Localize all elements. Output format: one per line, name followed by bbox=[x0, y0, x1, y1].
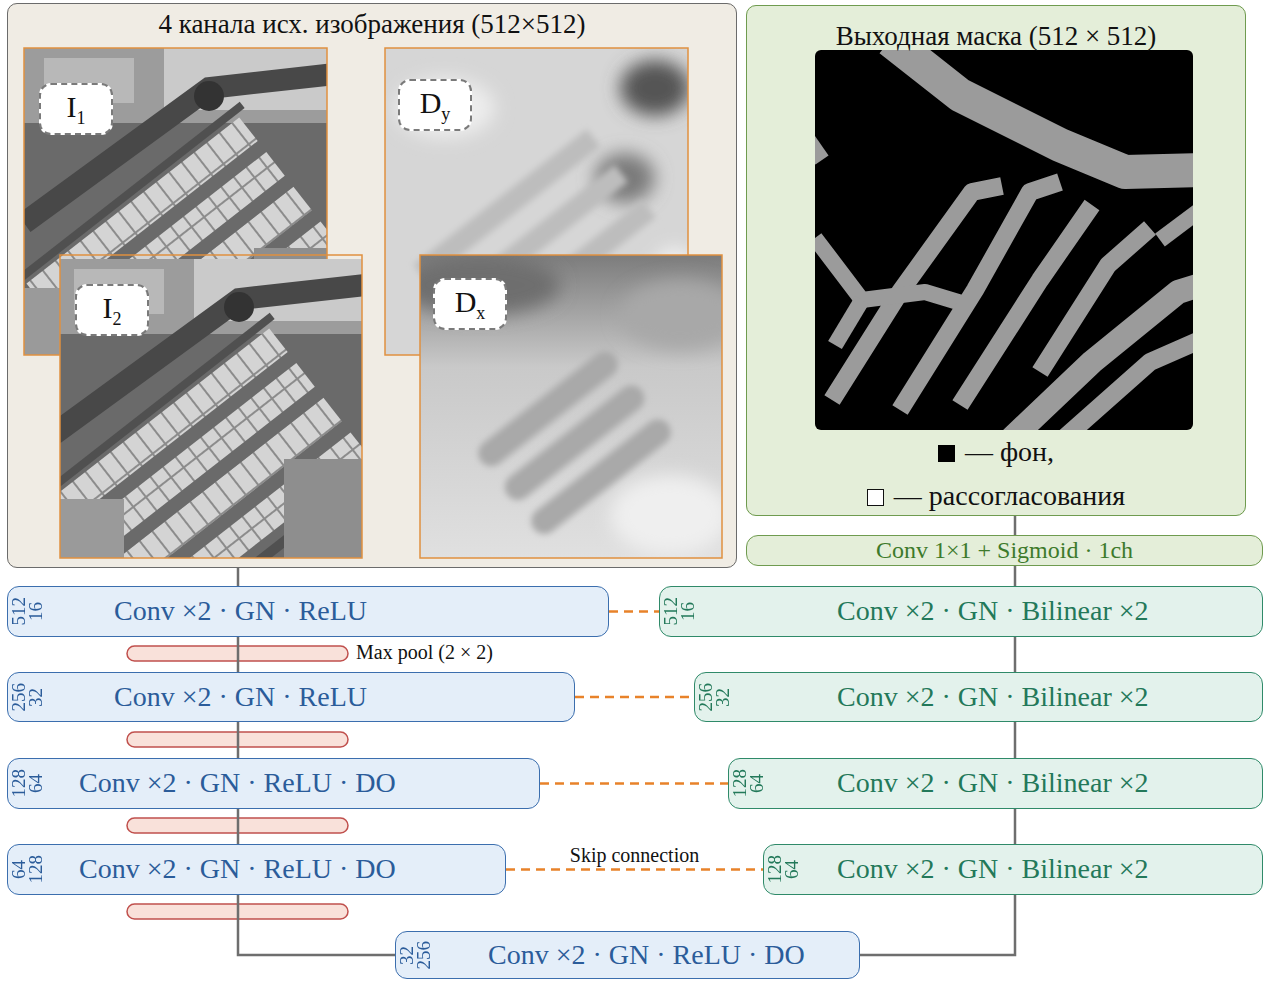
data-flow-line bbox=[237, 637, 240, 672]
tag-label: Dy bbox=[420, 86, 451, 125]
channel-subscript: y bbox=[441, 104, 450, 124]
spatial-size: 128 bbox=[766, 855, 783, 884]
layer-ops: Conv ×2 · GN · Bilinear ×2 bbox=[837, 845, 1149, 893]
legend-row: — фон, bbox=[746, 432, 1246, 476]
channel-tag: I2 bbox=[75, 284, 149, 336]
skip-connection bbox=[506, 868, 763, 871]
layer-ops: Conv ×2 · GN · ReLU bbox=[114, 673, 367, 720]
data-flow-line bbox=[237, 722, 240, 758]
layer-ops: Conv ×2 · GN · Bilinear ×2 bbox=[837, 759, 1149, 807]
channel-count: 64 bbox=[783, 860, 800, 879]
tensor-size: 12864 bbox=[766, 845, 800, 894]
tensor-size: 51216 bbox=[10, 587, 44, 636]
tag-label: I2 bbox=[103, 291, 122, 330]
tensor-size: 12864 bbox=[10, 759, 44, 808]
skip-connection bbox=[609, 610, 659, 613]
spatial-size: 512 bbox=[10, 597, 27, 626]
channel-count: 16 bbox=[27, 602, 44, 621]
tensor-size: 25632 bbox=[697, 673, 731, 721]
spatial-size: 128 bbox=[731, 769, 748, 798]
channel-tag: Dx bbox=[433, 278, 507, 330]
legend: — фон, — рассогласования bbox=[746, 432, 1246, 520]
decoder-block: 51216 Conv ×2 · GN · Bilinear ×2 bbox=[659, 586, 1263, 637]
data-flow-line bbox=[238, 895, 395, 955]
channel-count: 64 bbox=[748, 774, 765, 793]
tensor-size: 25632 bbox=[10, 673, 44, 721]
channel-letter: I bbox=[103, 291, 113, 324]
data-flow-line bbox=[237, 809, 240, 844]
layer-ops: Conv ×2 · GN · ReLU · DO bbox=[488, 932, 805, 977]
skip-connection bbox=[575, 696, 694, 699]
output-conv-box: Conv 1×1 + Sigmoid · 1ch bbox=[746, 535, 1263, 566]
tag-label: Dx bbox=[455, 285, 486, 324]
spatial-size: 128 bbox=[10, 769, 27, 798]
legend-text: — рассогласования bbox=[894, 480, 1125, 511]
data-flow-line bbox=[1014, 809, 1017, 844]
data-flow-line bbox=[1014, 516, 1017, 535]
data-flow-line bbox=[860, 895, 1015, 955]
channel-count: 16 bbox=[679, 602, 696, 621]
encoder-block: 51216 Conv ×2 · GN · ReLU bbox=[7, 586, 609, 637]
skip-connection bbox=[540, 782, 728, 785]
data-flow-line bbox=[237, 568, 240, 586]
encoder-block: 64128 Conv ×2 · GN · ReLU · DO bbox=[7, 844, 506, 895]
channel-count: 32 bbox=[714, 688, 731, 707]
layer-ops: Conv ×2 · GN · ReLU · DO bbox=[79, 845, 396, 893]
legend-swatch bbox=[938, 445, 955, 462]
encoder-block: 25632 Conv ×2 · GN · ReLU bbox=[7, 672, 575, 722]
data-flow-line bbox=[1014, 566, 1017, 586]
data-flow-line bbox=[1014, 637, 1017, 672]
channel-count: 128 bbox=[27, 855, 44, 884]
tensor-size: 51216 bbox=[662, 587, 696, 636]
spatial-size: 64 bbox=[10, 860, 27, 879]
channel-count: 64 bbox=[27, 774, 44, 793]
channel-subscript: x bbox=[476, 303, 485, 323]
channel-count: 256 bbox=[415, 941, 432, 970]
layer-ops: Conv ×2 · GN · ReLU bbox=[114, 587, 367, 635]
edge-label: Skip connection bbox=[568, 844, 701, 866]
legend-swatch bbox=[867, 489, 884, 506]
panel-title: 4 канала исх. изображения (512×512) bbox=[8, 6, 736, 42]
legend-row: — рассогласования bbox=[746, 476, 1246, 520]
pool-label: Max pool (2 × 2) bbox=[356, 640, 493, 664]
spatial-size: 32 bbox=[398, 946, 415, 965]
channel-letter: D bbox=[420, 86, 442, 119]
spatial-size: 256 bbox=[697, 683, 714, 712]
data-flow-line bbox=[1014, 722, 1017, 758]
channel-subscript: 1 bbox=[77, 108, 86, 128]
layer-ops: Conv ×2 · GN · Bilinear ×2 bbox=[837, 673, 1149, 720]
channel-tag: Dy bbox=[398, 79, 472, 131]
legend-text: — фон, bbox=[965, 436, 1054, 467]
bottleneck-block: 32256 Conv ×2 · GN · ReLU · DO bbox=[395, 931, 860, 979]
panel-title: Выходная маска (512 × 512) bbox=[747, 18, 1245, 54]
box-label: Conv 1×1 + Sigmoid · 1ch bbox=[747, 536, 1262, 564]
channel-letter: D bbox=[455, 285, 477, 318]
channel-subscript: 2 bbox=[113, 309, 122, 329]
tensor-size: 12864 bbox=[731, 759, 765, 808]
decoder-block: 25632 Conv ×2 · GN · Bilinear ×2 bbox=[694, 672, 1263, 722]
spatial-size: 256 bbox=[10, 683, 27, 712]
input-panel: 4 канала исх. изображения (512×512)I1DyI… bbox=[7, 3, 737, 568]
layer-ops: Conv ×2 · GN · ReLU · DO bbox=[79, 759, 396, 807]
decoder-block: 12864 Conv ×2 · GN · Bilinear ×2 bbox=[763, 844, 1263, 895]
channel-tag: I1 bbox=[39, 83, 113, 135]
spatial-size: 512 bbox=[662, 597, 679, 626]
channel-letter: I bbox=[67, 90, 77, 123]
layer-ops: Conv ×2 · GN · Bilinear ×2 bbox=[837, 587, 1149, 635]
tensor-size: 32256 bbox=[398, 932, 432, 978]
channel-count: 32 bbox=[27, 688, 44, 707]
decoder-block: 12864 Conv ×2 · GN · Bilinear ×2 bbox=[728, 758, 1263, 809]
tensor-size: 64128 bbox=[10, 845, 44, 894]
tag-label: I1 bbox=[67, 90, 86, 129]
encoder-block: 12864 Conv ×2 · GN · ReLU · DO bbox=[7, 758, 540, 809]
